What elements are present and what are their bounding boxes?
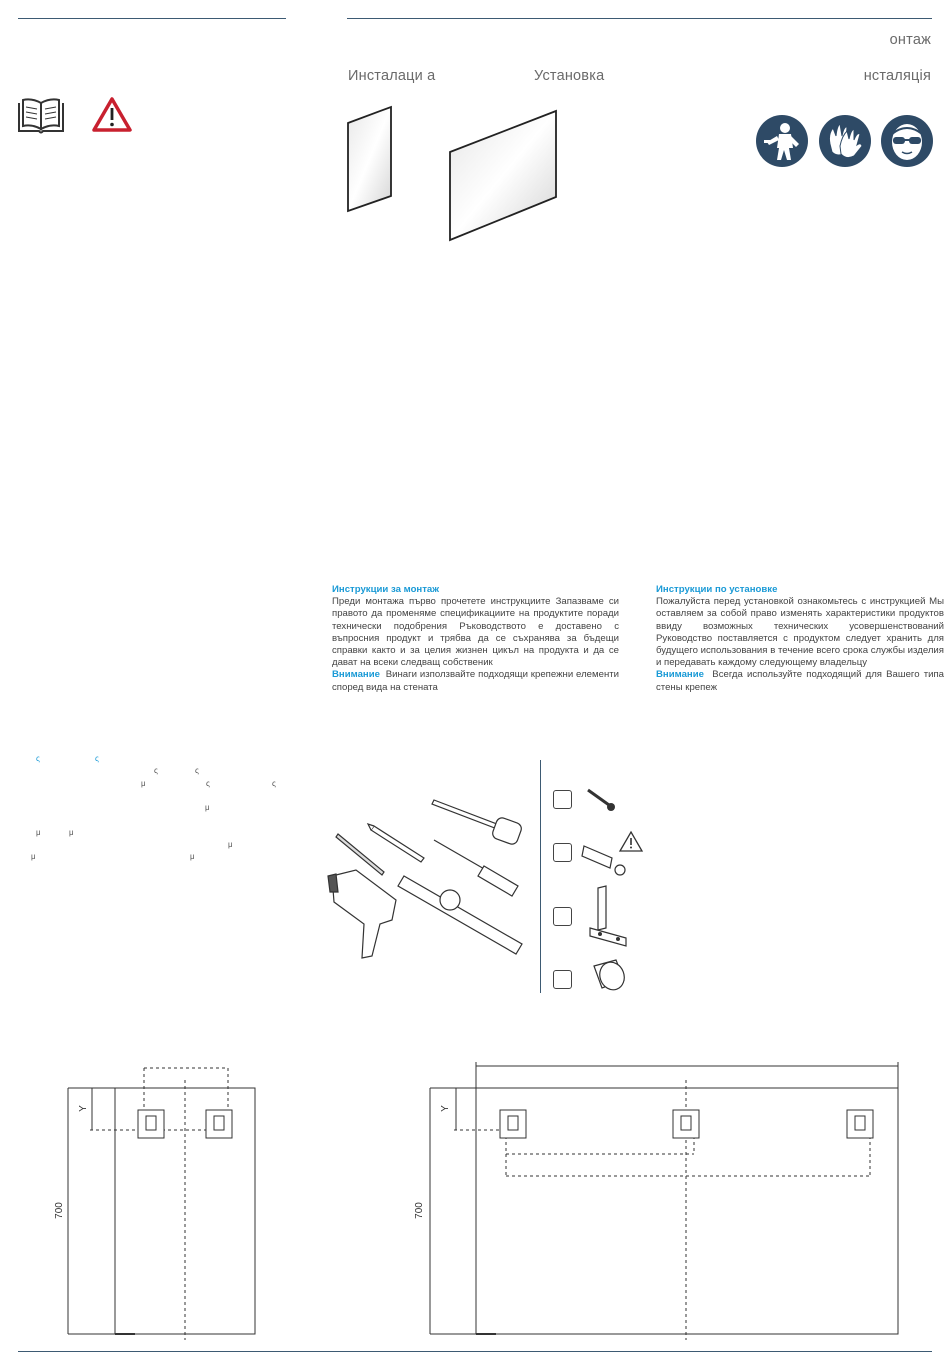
bumper-icon [593,959,625,991]
instructions-ru: Инструкции по установке Пожалуйста перед… [656,584,944,694]
part-checkbox[interactable] [553,790,572,809]
worker-icon [756,115,808,167]
small-mirror-drawing [67,1067,256,1340]
warning-small-icon [618,830,644,852]
large-mirror-drawing [429,1062,899,1340]
greek-fragment: ς [36,754,40,763]
bottom-rule [18,1351,932,1352]
page-title: онтаж [889,32,931,48]
top-rule-left [18,18,286,19]
greek-fragment: μ [190,852,195,861]
small-y-label: Y [77,1105,89,1112]
greek-fragment: ς [272,779,276,788]
instructions-ru-heading: Инструкции по установке [656,584,778,595]
small-mirror-image [347,105,392,213]
pencil-icon [370,825,425,863]
instructions-bg-warning-text: Винаги използвайте подходящи крепежни ел… [332,669,619,693]
book-icon [18,98,64,134]
wall-plug-icon [581,845,626,876]
greek-fragment: μ [228,840,233,849]
screw-icon [587,788,615,811]
install-heading-uk: нсталяція [863,68,931,84]
greek-fragment: μ [31,852,36,861]
drill-bit-icon [335,833,385,876]
greek-fragment: ς [206,779,210,788]
instructions-ru-warning-text: Всегда используйте подходящий для Вашего… [656,669,944,693]
part-checkbox[interactable] [553,907,572,926]
instructions-ru-warning-label: Внимание [656,669,704,681]
greek-fragment: ς [195,766,199,775]
small-height-label: 700 [53,1202,65,1219]
part-checkbox[interactable] [553,970,572,989]
large-height-label: 700 [413,1202,425,1219]
greek-fragment: μ [141,779,146,788]
instructions-bg: Инструкции за монтаж Преди монтажа първо… [332,584,619,694]
instructions-bg-heading: Инструкции за монтаж [332,584,440,595]
tools-divider [540,760,541,993]
instructions-bg-warning-label: Внимание [332,669,380,681]
large-y-label: Y [439,1105,451,1112]
spirit-level-icon [397,875,523,955]
part-checkbox[interactable] [553,843,572,862]
warning-triangle-icon [92,97,132,132]
greek-fragment: ς [154,766,158,775]
large-mirror-image [449,109,557,242]
install-heading-bg: Инсталаци а [348,68,436,84]
tools-illustration [327,799,523,959]
instructions-ru-body: Пожалуйста перед установкой ознакомьтесь… [656,596,944,669]
top-rule-right [347,18,932,19]
greek-fragment: μ [69,828,74,837]
gloves-icon [819,115,871,167]
install-heading-ru: Установка [534,68,605,84]
tape-measure-icon [431,799,503,831]
instructions-bg-body: Преди монтажа първо прочетете инструкции… [332,596,619,669]
screwdriver-icon [433,839,487,871]
greek-fragment: μ [36,828,41,837]
greek-fragment: ς [95,754,99,763]
drill-icon [331,869,397,959]
greek-fragment: μ [205,803,210,812]
bracket-icon [589,885,627,947]
goggles-icon [881,115,933,167]
